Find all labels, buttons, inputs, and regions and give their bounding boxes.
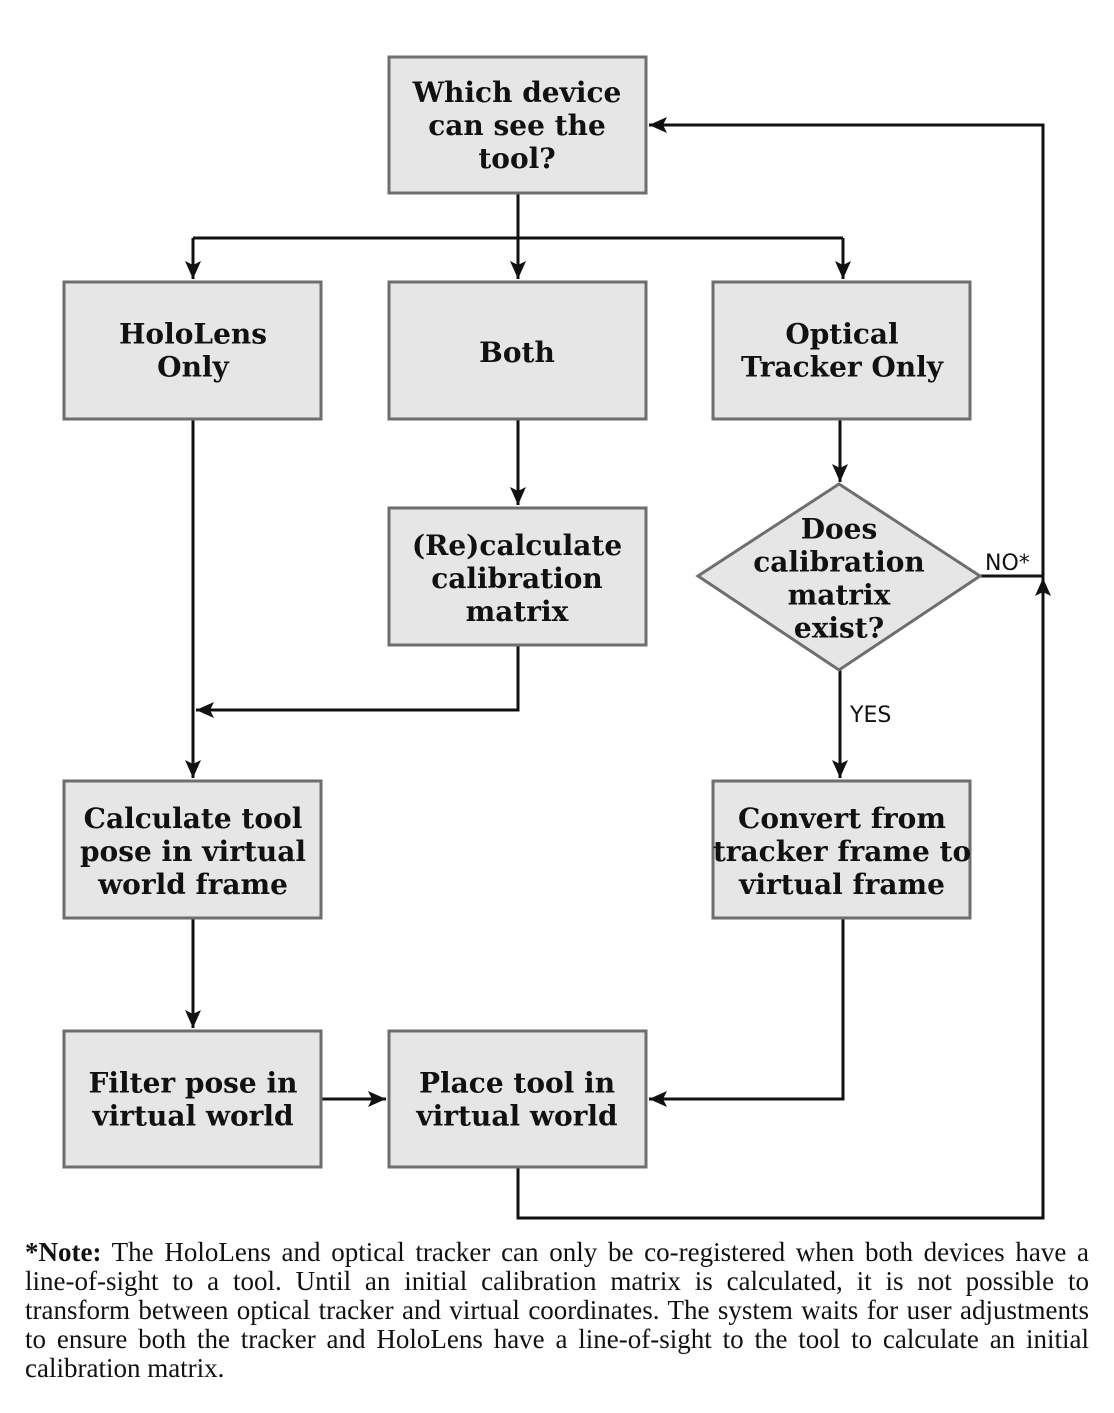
node-filter-pose-label-line-1: Filter pose in (89, 1067, 298, 1100)
node-which-device-label-line-3: tool? (478, 142, 555, 175)
footnote: *Note: The HoloLens and optical tracker … (25, 1238, 1089, 1383)
node-recalculate-matrix-label-line-2: calibration (431, 562, 603, 595)
node-calibration-exists-label-line-1: Does (801, 513, 878, 546)
node-calibration-exists-label-line-4: exist? (794, 612, 884, 645)
footnote-text: The HoloLens and optical tracker can onl… (25, 1237, 1089, 1383)
node-calibration-exists-label-line-3: matrix (788, 579, 891, 612)
node-calculate-tool-pose-label-line-2: pose in virtual (80, 835, 306, 868)
edge-loop-back-up (516, 578, 1051, 1220)
node-which-device-label-line-2: can see the (428, 109, 606, 142)
footnote-label: *Note: (25, 1237, 102, 1267)
node-calculate-tool-pose-label-line-1: Calculate tool (84, 802, 303, 835)
node-hololens-only-label-line-2: Only (157, 351, 229, 384)
edge-label-yes: YES (849, 703, 891, 728)
node-recalculate-matrix-label-line-3: matrix (466, 595, 569, 628)
node-both-label: Both (479, 336, 555, 369)
edge-label-no: NO* (985, 551, 1030, 576)
node-both: Both (387, 280, 648, 421)
node-calibration-exists-label-line-2: calibration (753, 546, 925, 579)
node-convert-frame-label-line-1: Convert from (738, 802, 946, 835)
node-place-tool-label-line-1: Place tool in (419, 1067, 615, 1100)
node-calculate-tool-pose-label-line-3: world frame (97, 868, 288, 901)
node-hololens-only-label-line-1: HoloLens (119, 318, 267, 351)
edge-loop-to-which (649, 117, 1045, 578)
node-optical-tracker-only-label-line-1: Optical (785, 318, 898, 351)
node-optical-tracker-only-label-line-2: Tracker Only (741, 351, 944, 384)
node-filter-pose-label-line-2: virtual world (91, 1100, 293, 1133)
node-place-tool-label-line-2: virtual world (415, 1100, 617, 1133)
edge-recalculate-to-merge (196, 645, 520, 718)
node-which-device-label-line-1: Which device (412, 76, 622, 109)
node-recalculate-matrix-label-line-1: (Re)calculate (412, 529, 622, 562)
node-both-label-line-1: Both (479, 336, 555, 369)
node-convert-frame-label-line-2: tracker frame to (713, 835, 971, 868)
edge-convert-to-place (649, 918, 845, 1107)
edges (185, 117, 1051, 1220)
node-convert-frame-label-line-3: virtual frame (738, 868, 945, 901)
